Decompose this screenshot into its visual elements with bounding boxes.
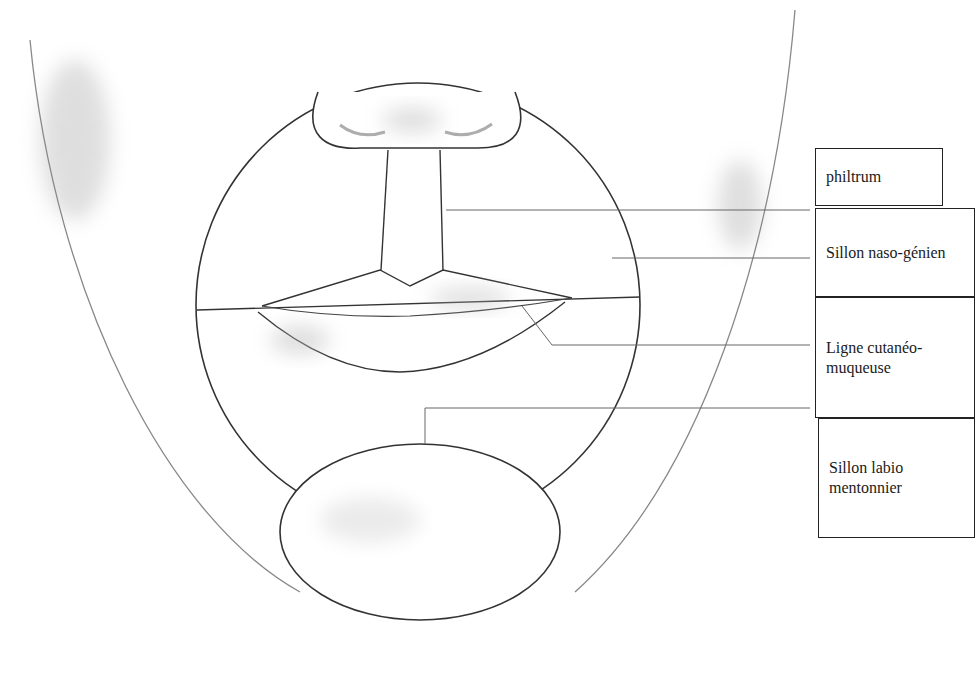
nostril — [445, 124, 492, 135]
leader-line — [425, 408, 810, 444]
lip-slit — [262, 298, 572, 316]
label-box: Sillon labio mentonnier — [818, 418, 975, 538]
leader-line — [446, 210, 810, 211]
label-text: Ligne cutanéo-muqueuse — [826, 338, 964, 378]
label-text: philtrum — [826, 167, 881, 187]
lip-shade — [270, 326, 330, 354]
mouth-line — [197, 297, 640, 310]
philtrum-line — [440, 150, 443, 270]
cheek-shade — [718, 160, 762, 250]
nose-shade — [382, 108, 442, 132]
lip-shade — [430, 288, 510, 308]
label-text: Sillon naso-génien — [826, 243, 946, 263]
label-box: Sillon naso-génien — [815, 208, 975, 297]
nose — [313, 92, 521, 148]
chin — [280, 444, 560, 620]
philtrum-line — [381, 150, 388, 270]
cheek-shade — [40, 60, 110, 220]
nostril — [340, 125, 385, 135]
leader-line — [522, 306, 810, 345]
label-box: Ligne cutanéo-muqueuse — [815, 297, 975, 418]
leader-line — [612, 258, 810, 259]
upper-lip — [262, 270, 572, 306]
label-text: Sillon labio mentonnier — [829, 458, 964, 498]
label-box: philtrum — [815, 148, 943, 206]
lower-lip — [258, 302, 565, 372]
chin-shade — [320, 498, 420, 542]
